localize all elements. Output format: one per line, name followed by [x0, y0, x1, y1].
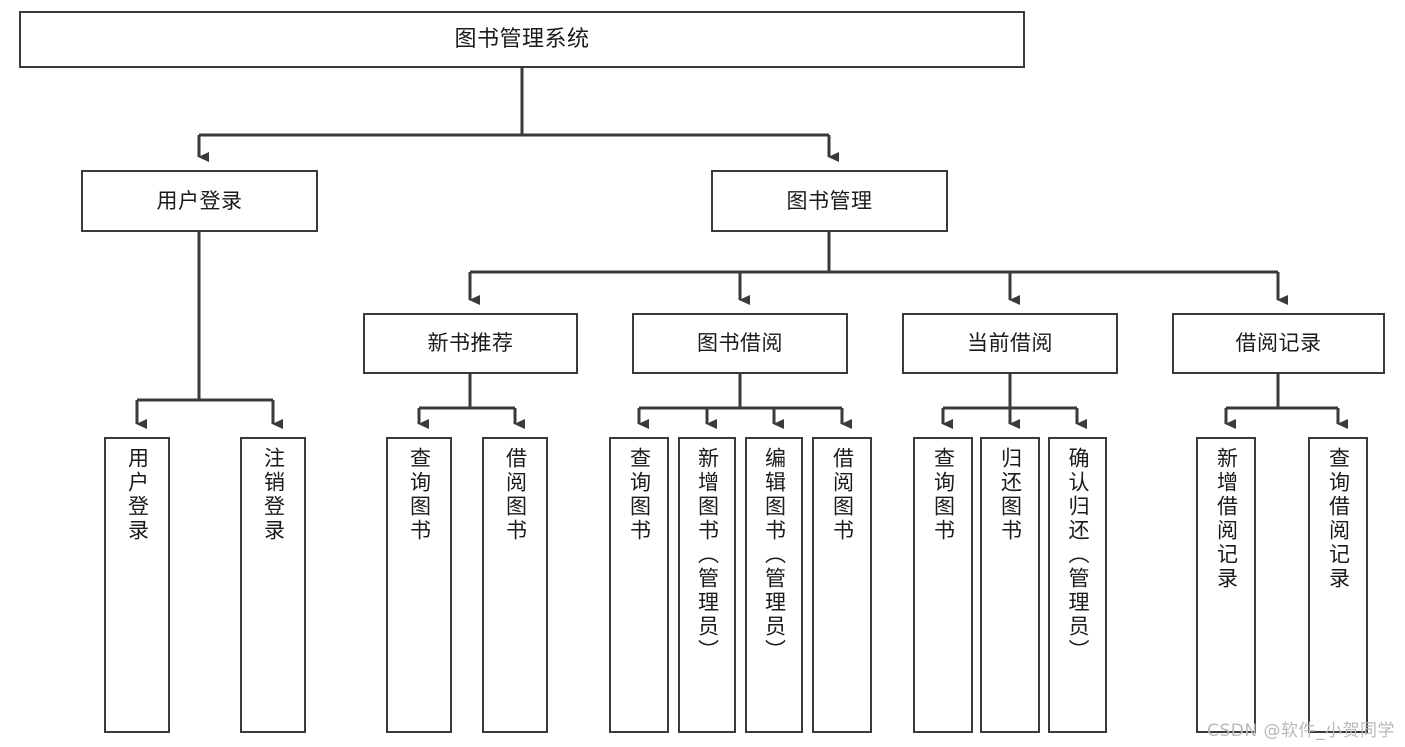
node-label: 新增图书（管理员） [695, 447, 720, 663]
node-current-borrow[interactable]: 当前借阅 [902, 313, 1118, 374]
node-leaf-add-book[interactable]: 新增图书（管理员） [678, 437, 736, 733]
node-leaf-borrow-book-2[interactable]: 借阅图书 [812, 437, 872, 733]
node-label: 归还图书 [998, 447, 1023, 543]
node-label: 新书推荐 [427, 331, 514, 356]
node-label: 图书借阅 [697, 331, 783, 356]
node-label: 当前借阅 [967, 331, 1053, 356]
node-label: 查询借阅记录 [1326, 447, 1351, 591]
node-leaf-return-book[interactable]: 归还图书 [980, 437, 1040, 733]
node-label: 新增借阅记录 [1214, 447, 1239, 591]
node-label: 图书管理系统 [454, 26, 590, 52]
node-new-book-rec[interactable]: 新书推荐 [363, 313, 578, 374]
node-leaf-user-login[interactable]: 用户登录 [104, 437, 170, 733]
node-leaf-query-book-2[interactable]: 查询图书 [609, 437, 669, 733]
node-label: 确认归还（管理员） [1066, 447, 1090, 663]
node-label: 借阅图书 [503, 447, 528, 543]
node-label: 编辑图书（管理员） [762, 447, 787, 663]
node-label: 查询图书 [627, 447, 652, 543]
node-label: 用户登录 [125, 447, 150, 543]
node-label: 借阅记录 [1235, 331, 1322, 356]
node-user-login[interactable]: 用户登录 [81, 170, 318, 232]
node-leaf-query-book-3[interactable]: 查询图书 [913, 437, 973, 733]
node-leaf-confirm-return[interactable]: 确认归还（管理员） [1048, 437, 1107, 733]
node-root-book-management-system[interactable]: 图书管理系统 [19, 11, 1025, 68]
node-leaf-query-book-1[interactable]: 查询图书 [386, 437, 452, 733]
node-leaf-add-record[interactable]: 新增借阅记录 [1196, 437, 1256, 733]
node-label: 查询图书 [407, 447, 432, 543]
node-book-manage[interactable]: 图书管理 [711, 170, 948, 232]
node-label: 查询图书 [931, 447, 956, 543]
node-leaf-edit-book[interactable]: 编辑图书（管理员） [745, 437, 803, 733]
node-label: 借阅图书 [830, 447, 855, 543]
node-book-borrow[interactable]: 图书借阅 [632, 313, 848, 374]
node-label: 图书管理 [786, 188, 873, 213]
node-borrow-record[interactable]: 借阅记录 [1172, 313, 1385, 374]
node-leaf-query-record[interactable]: 查询借阅记录 [1308, 437, 1368, 733]
node-label: 用户登录 [156, 188, 243, 213]
node-leaf-logout[interactable]: 注销登录 [240, 437, 306, 733]
node-leaf-borrow-book-1[interactable]: 借阅图书 [482, 437, 548, 733]
node-label: 注销登录 [261, 447, 286, 543]
